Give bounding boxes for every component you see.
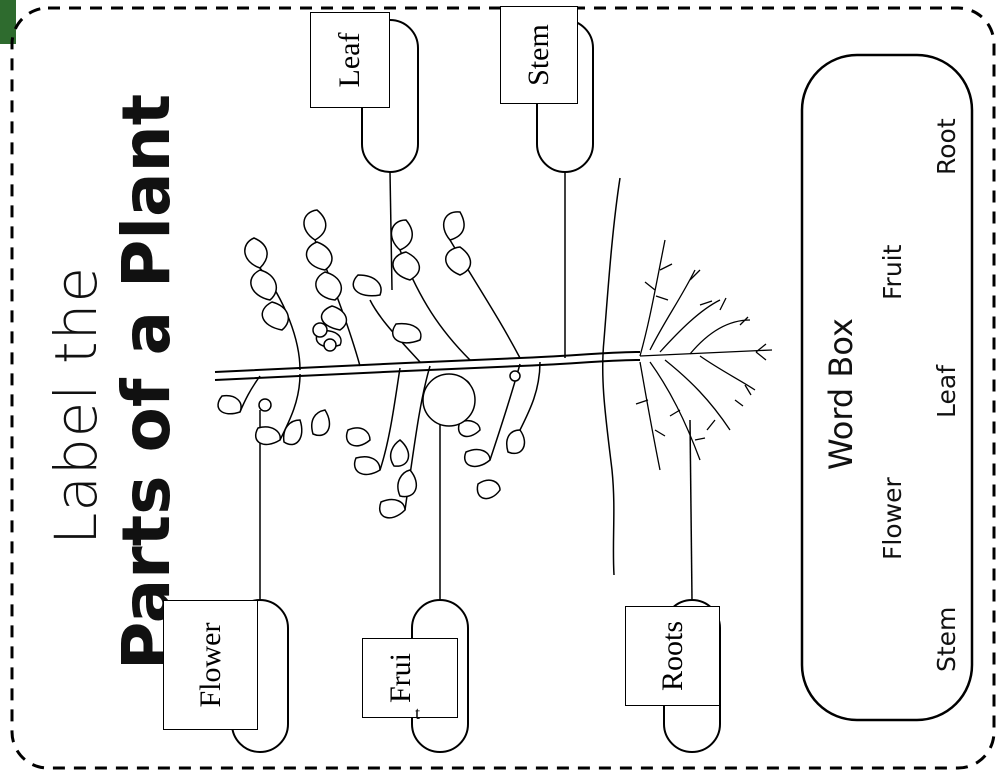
soil-line [601, 177, 621, 576]
word-box-word-flower: Flower [878, 477, 907, 560]
plant-stem [214, 351, 641, 381]
title-line-2: Parts of a Plant [108, 93, 185, 670]
word-box-word-fruit: Fruit [878, 244, 907, 300]
word-box-word-leaf: Leaf [932, 365, 961, 418]
answer-stem: Stem [522, 24, 555, 86]
word-box-word-root: Root [932, 118, 961, 175]
answer-box-stem[interactable]: Stem [500, 6, 578, 104]
answer-box-flower[interactable]: Flower [163, 600, 258, 730]
answer-fruit-extra: t [415, 703, 421, 723]
answer-box-leaf[interactable]: Leaf [310, 12, 390, 108]
upper-branches [259, 239, 521, 371]
corner-tab [0, 0, 16, 44]
dashed-border [10, 6, 996, 770]
word-box-title: Word Box [822, 318, 860, 470]
word-box-word-stem: Stem [932, 606, 961, 672]
answer-box-roots[interactable]: Roots [625, 606, 720, 706]
answer-leaf: Leaf [333, 32, 366, 88]
answer-flower: Flower [193, 622, 227, 708]
upper-leaves [244, 209, 472, 352]
answer-fruit: Frui [383, 652, 417, 704]
title-line-1: Label the [42, 265, 110, 545]
answer-box-fruit[interactable]: Frui t [362, 638, 458, 723]
leader-line-roots [689, 419, 693, 601]
plant-roots [635, 239, 773, 471]
plant-fruit [422, 373, 476, 427]
answer-roots: Roots [655, 620, 689, 692]
word-box-frame [800, 53, 974, 722]
lower-leaves [217, 370, 526, 519]
